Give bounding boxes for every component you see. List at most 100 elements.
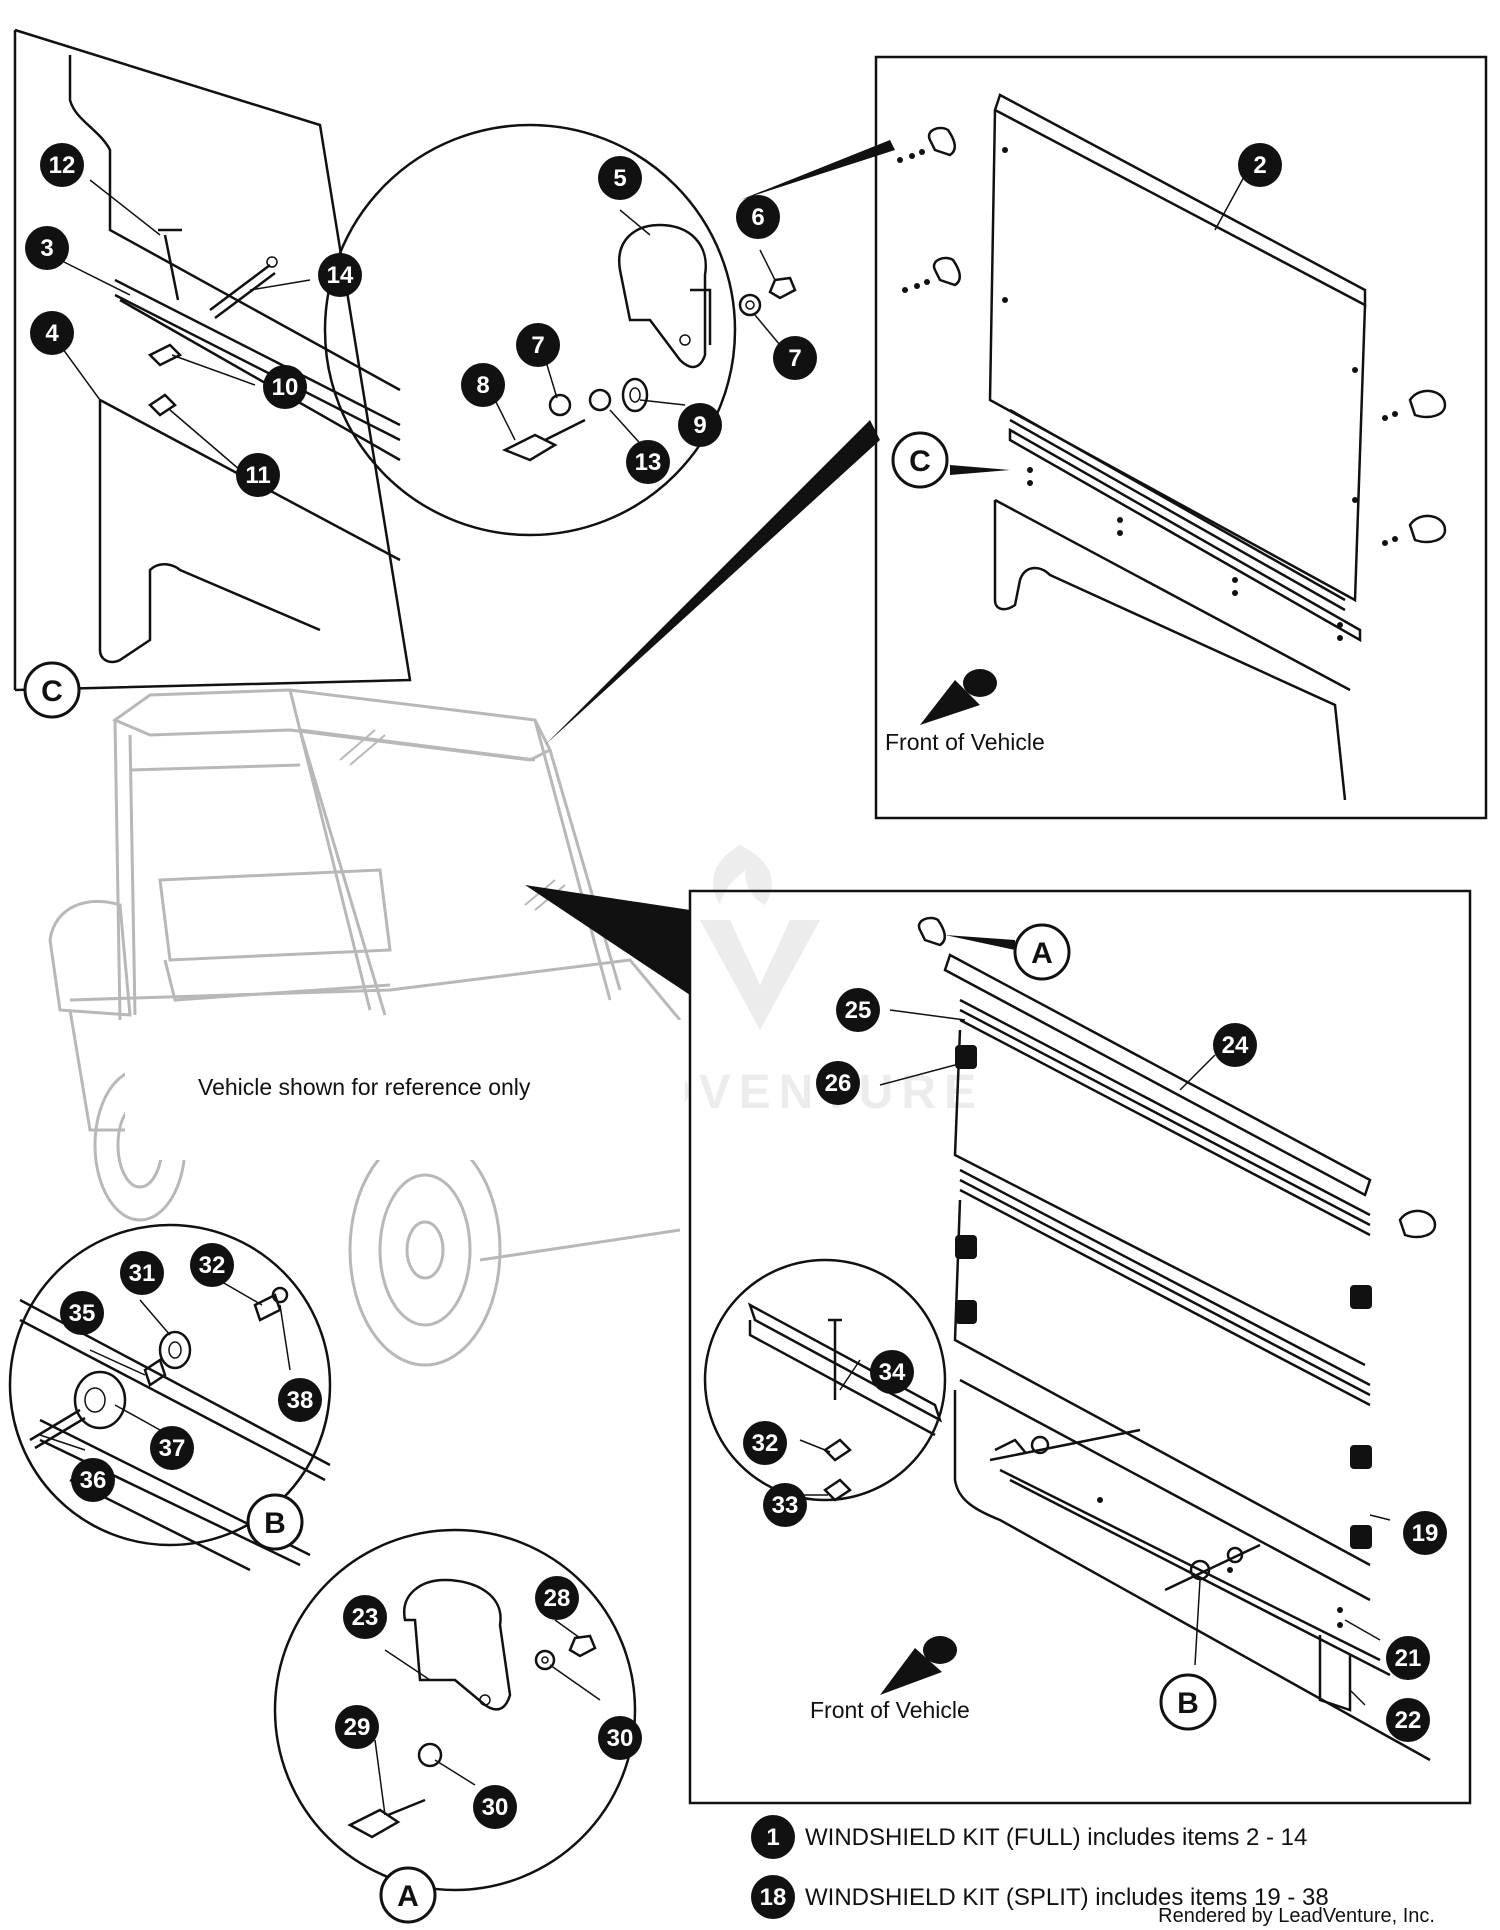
callout-10: 10 xyxy=(263,365,307,409)
svg-text:5: 5 xyxy=(613,165,626,192)
callout-30-right: 30 xyxy=(598,1716,642,1760)
callout-24: 24 xyxy=(1213,1023,1257,1067)
svg-text:12: 12 xyxy=(49,152,76,179)
callout-14: 14 xyxy=(318,253,362,297)
svg-text:9: 9 xyxy=(693,412,706,439)
front-of-vehicle-label-top: Front of Vehicle xyxy=(885,729,1045,755)
svg-text:25: 25 xyxy=(845,997,872,1024)
svg-text:29: 29 xyxy=(344,1714,371,1741)
svg-text:21: 21 xyxy=(1395,1645,1422,1672)
callout-28: 28 xyxy=(535,1576,579,1620)
svg-text:C: C xyxy=(41,675,63,708)
callout-26: 26 xyxy=(816,1061,860,1105)
callout-22: 22 xyxy=(1386,1698,1430,1742)
detail-b-circle xyxy=(8,1223,332,1572)
svg-text:10: 10 xyxy=(272,374,299,401)
svg-text:19: 19 xyxy=(1412,1520,1439,1547)
svg-text:26: 26 xyxy=(825,1070,852,1097)
svg-text:37: 37 xyxy=(159,1435,186,1462)
svg-text:31: 31 xyxy=(129,1260,156,1287)
svg-text:2: 2 xyxy=(1253,152,1266,179)
callout-23: 23 xyxy=(343,1595,387,1639)
svg-text:4: 4 xyxy=(45,320,59,347)
svg-text:33: 33 xyxy=(772,1492,799,1519)
letter-markers: C C A B B A xyxy=(23,431,1217,1924)
callout-8: 8 xyxy=(461,363,505,407)
front-arrow-top xyxy=(920,669,997,725)
render-credit: Rendered by LeadVenture, Inc. xyxy=(1158,1905,1435,1927)
hardware-detail-circle xyxy=(323,123,797,537)
svg-text:C: C xyxy=(909,445,931,478)
svg-text:32: 32 xyxy=(752,1430,779,1457)
svg-text:3: 3 xyxy=(40,235,53,262)
svg-text:34: 34 xyxy=(879,1359,906,1386)
svg-text:A: A xyxy=(1031,937,1053,970)
detail-c-leaders xyxy=(59,179,311,471)
detail-a-circle xyxy=(273,1528,637,1892)
pointer-wedge-full xyxy=(545,420,880,745)
callout-34: 34 xyxy=(870,1350,914,1394)
svg-text:B: B xyxy=(264,1507,286,1540)
svg-text:32: 32 xyxy=(199,1252,226,1279)
svg-text:22: 22 xyxy=(1395,1707,1422,1734)
letter-b-panel: B xyxy=(1159,1673,1217,1731)
legend-item-split-kit: 18 WINDSHIELD KIT (SPLIT) includes items… xyxy=(751,1875,1329,1919)
svg-text:30: 30 xyxy=(607,1725,634,1752)
legend: 1 WINDSHIELD KIT (FULL) includes items 2… xyxy=(751,1815,1329,1919)
svg-text:11: 11 xyxy=(245,462,270,489)
callout-6: 6 xyxy=(736,195,780,239)
callout-32: 32 xyxy=(190,1243,234,1287)
callout-30-bottom: 30 xyxy=(473,1785,517,1829)
front-of-vehicle-label-bottom: Front of Vehicle xyxy=(810,1697,970,1723)
callout-36: 36 xyxy=(71,1458,115,1502)
letter-c-panel: C xyxy=(891,431,1010,489)
svg-text:23: 23 xyxy=(352,1604,379,1631)
callout-25: 25 xyxy=(836,988,880,1032)
reference-vehicle-outline xyxy=(48,688,682,1367)
svg-text:30: 30 xyxy=(482,1794,509,1821)
legend-item-full-kit: 1 WINDSHIELD KIT (FULL) includes items 2… xyxy=(751,1815,1307,1859)
svg-text:A: A xyxy=(397,1880,419,1913)
svg-text:6: 6 xyxy=(751,204,764,231)
pointer-wedge-split xyxy=(525,885,690,995)
svg-text:WINDSHIELD KIT (FULL) includes: WINDSHIELD KIT (FULL) includes items 2 -… xyxy=(805,1824,1307,1851)
svg-text:38: 38 xyxy=(287,1387,314,1414)
svg-text:WINDSHIELD KIT (SPLIT) include: WINDSHIELD KIT (SPLIT) includes items 19… xyxy=(805,1884,1329,1911)
letter-c-topleft: C xyxy=(23,661,81,719)
callout-19: 19 xyxy=(1403,1511,1447,1555)
svg-text:13: 13 xyxy=(635,449,662,476)
front-arrow-bottom xyxy=(880,1636,957,1695)
svg-text:7: 7 xyxy=(788,345,801,372)
callout-12: 12 xyxy=(40,143,84,187)
svg-text:35: 35 xyxy=(69,1300,96,1327)
callout-33: 33 xyxy=(763,1483,807,1527)
svg-text:28: 28 xyxy=(544,1585,571,1612)
callout-13: 13 xyxy=(626,440,670,484)
split-windshield-panel xyxy=(688,889,1472,1805)
callout-5: 5 xyxy=(598,156,642,200)
callout-29: 29 xyxy=(335,1705,379,1749)
full-windshield-panel xyxy=(874,55,1488,820)
callout-4: 4 xyxy=(30,311,74,355)
svg-text:24: 24 xyxy=(1222,1032,1249,1059)
callout-7-right: 7 xyxy=(773,336,817,380)
svg-text:B: B xyxy=(1177,1687,1199,1720)
callout-3: 3 xyxy=(25,226,69,270)
callout-9: 9 xyxy=(678,403,722,447)
letter-b-circle: B xyxy=(246,1493,304,1551)
reference-note: Vehicle shown for reference only xyxy=(198,1074,531,1100)
callout-32-inner: 32 xyxy=(743,1421,787,1465)
svg-text:18: 18 xyxy=(760,1884,787,1911)
svg-text:7: 7 xyxy=(531,332,544,359)
letter-a-circle: A xyxy=(379,1866,437,1924)
svg-text:1: 1 xyxy=(766,1824,779,1851)
svg-text:36: 36 xyxy=(80,1467,107,1494)
callout-37: 37 xyxy=(150,1426,194,1470)
callouts: 12 3 14 4 10 11 5 6 7 7 8 9 13 2 25 24 2… xyxy=(25,143,1447,1829)
pointer-wedge-detail xyxy=(740,140,895,200)
callout-31: 31 xyxy=(120,1251,164,1295)
callout-11: 11 xyxy=(236,453,280,497)
callout-21: 21 xyxy=(1386,1636,1430,1680)
callout-2: 2 xyxy=(1238,143,1282,187)
